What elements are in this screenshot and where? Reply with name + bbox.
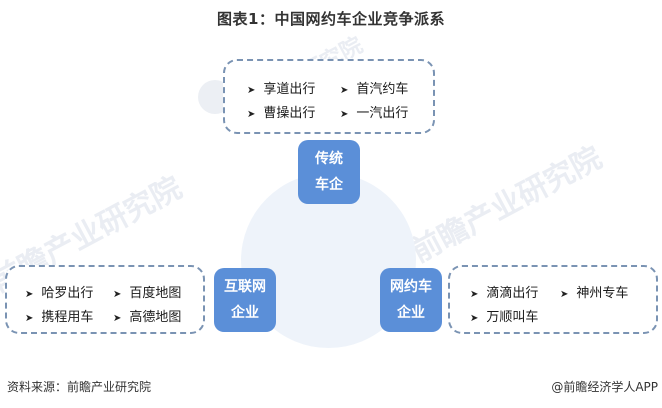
node-traditional-automakers: 传统 车企 bbox=[298, 140, 360, 204]
arrow-bullet-icon: ➤ bbox=[247, 109, 256, 120]
arrow-bullet-icon: ➤ bbox=[25, 289, 34, 300]
arrow-bullet-icon: ➤ bbox=[247, 85, 256, 96]
arrow-bullet-icon: ➤ bbox=[113, 313, 122, 324]
node-ride-hailing-companies: 网约车 企业 bbox=[380, 268, 442, 332]
list-item: ➤百度地图 bbox=[113, 286, 182, 301]
source-note: 资料来源：前瞻产业研究院 bbox=[7, 380, 152, 394]
list-item: ➤哈罗出行 bbox=[25, 286, 94, 301]
list-item: ➤曹操出行 bbox=[247, 106, 316, 121]
arrow-bullet-icon: ➤ bbox=[113, 289, 122, 300]
node-internet-companies: 互联网 企业 bbox=[214, 268, 276, 332]
list-item: ➤一汽出行 bbox=[340, 106, 409, 121]
arrow-bullet-icon: ➤ bbox=[340, 85, 349, 96]
internet-items-box bbox=[5, 265, 205, 334]
arrow-bullet-icon: ➤ bbox=[560, 289, 569, 300]
arrow-bullet-icon: ➤ bbox=[340, 109, 349, 120]
list-item: ➤神州专车 bbox=[560, 286, 629, 301]
list-item: ➤首汽约车 bbox=[340, 82, 409, 97]
list-item: ➤高德地图 bbox=[113, 310, 182, 325]
arrow-bullet-icon: ➤ bbox=[470, 289, 479, 300]
watermark-text: 前瞻产业研究院 bbox=[405, 140, 608, 270]
list-item: ➤滴滴出行 bbox=[470, 286, 539, 301]
credit-note: @前瞻经济学人APP bbox=[551, 380, 658, 394]
chart-title: 图表1：中国网约车企业竞争派系 bbox=[217, 10, 445, 28]
traditional-items-box bbox=[223, 59, 435, 134]
list-item: ➤携程用车 bbox=[25, 310, 94, 325]
ridehailing-items-box bbox=[448, 265, 658, 334]
list-item: ➤万顺叫车 bbox=[470, 310, 539, 325]
list-item: ➤享道出行 bbox=[247, 82, 316, 97]
arrow-bullet-icon: ➤ bbox=[470, 313, 479, 324]
arrow-bullet-icon: ➤ bbox=[25, 313, 34, 324]
